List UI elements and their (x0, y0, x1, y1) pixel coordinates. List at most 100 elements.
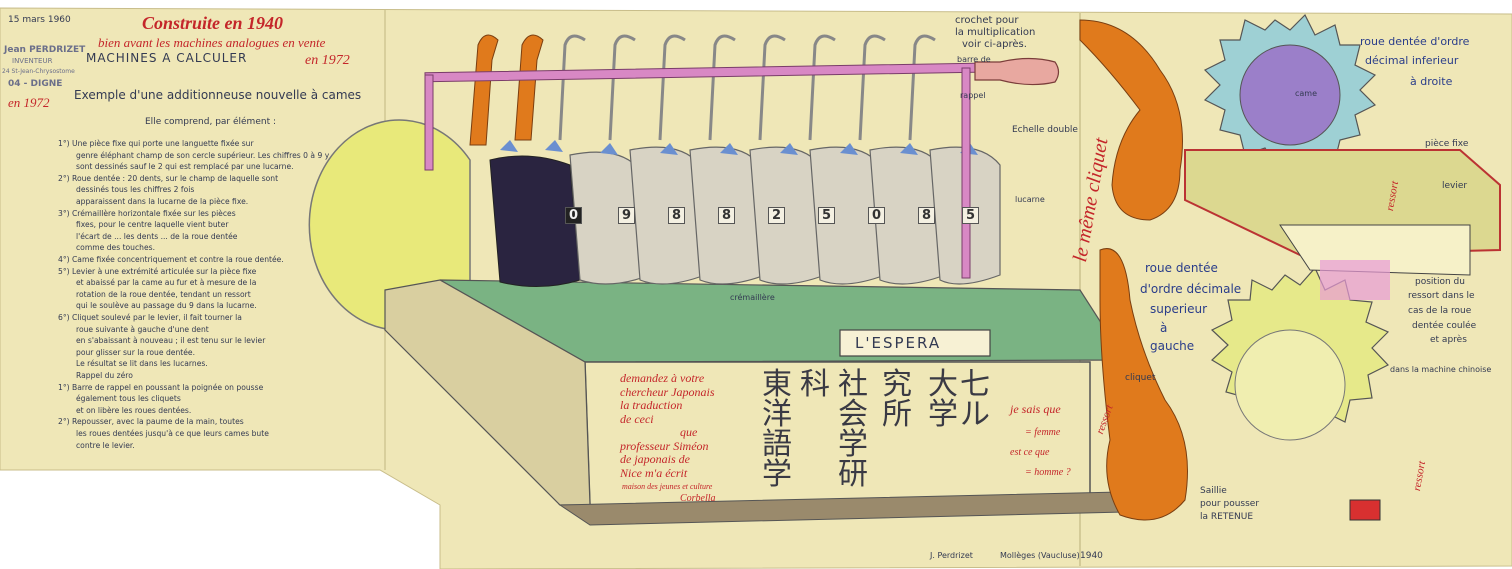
question-2: = femme (1025, 427, 1061, 438)
position-2: ressort dans le (1408, 291, 1475, 301)
signature-place: Mollèges (Vaucluse) (1000, 551, 1080, 560)
left-text-line: et abaissé par la came au fur et à mesur… (76, 278, 257, 288)
red-block (1349, 499, 1381, 521)
roue-sup-5: gauche (1150, 339, 1195, 353)
crank-handle (974, 57, 1060, 86)
crochet-label-3: voir ci-après. (962, 39, 1027, 50)
cliquet-lower (1099, 248, 1188, 521)
roue-sup-3: superieur (1150, 302, 1208, 316)
roue-inf-3: à droite (1410, 75, 1453, 88)
japanese-column: 社会学研 (838, 367, 868, 492)
question-1: je sais que (1010, 402, 1061, 416)
left-text-line: roue suivante à gauche d'une dent (76, 324, 209, 334)
left-text-line: fixes, pour le centre laquelle vient but… (76, 220, 229, 230)
crochet-label-2: la multiplication (955, 27, 1036, 38)
left-text-line: qui le soulève au passage du 9 dans la l… (76, 301, 257, 311)
wheel-digit: 8 (918, 207, 936, 224)
number-wheels (569, 146, 1001, 285)
reset-bar-post (961, 67, 971, 279)
wheel-digit: 8 (718, 207, 736, 224)
left-text-line: 5°) Levier à une extrémité articulée sur… (58, 266, 257, 276)
came-label: came (1295, 89, 1318, 98)
left-text-line: sont dessinés sauf le 2 qui est remplacé… (76, 162, 294, 172)
left-text-line: l'écart de ... les dents ... de la roue … (76, 231, 238, 241)
left-text-line: les roues dentées jusqu'à ce que leurs c… (76, 429, 269, 438)
stamp-city: 04 - DIGNE (8, 79, 63, 89)
machine-chinoise-label: dans la machine chinoise (1390, 365, 1492, 374)
name-plate (839, 329, 991, 357)
left-text-line: dessinés tous les chiffres 2 fois (76, 185, 195, 195)
wheel-digit: 0 (565, 207, 583, 224)
built-title: Construite en 1940 (142, 13, 284, 33)
maison-label: maison des jeunes et culture (622, 482, 713, 491)
left-text-line: 1°) Barre de rappel en poussant la poign… (58, 382, 264, 392)
left-text-line: également tous les cliquets (76, 394, 181, 404)
barre-label: barre de (957, 55, 991, 64)
piece-fixe-label: pièce fixe (1425, 139, 1469, 149)
example-intro: Elle comprend, par élément : (145, 117, 276, 127)
position-5: et après (1430, 335, 1467, 345)
left-text-line: 2°) Roue dentée : 20 dents, sur le champ… (58, 173, 279, 183)
levers (558, 34, 936, 141)
stamp-name: Jean PERDRIZET (4, 45, 86, 55)
crochet-label: crochet pour (955, 15, 1019, 26)
front-red-line: que (680, 425, 698, 439)
pink-spring-area (1320, 260, 1390, 300)
position-1: position du (1415, 277, 1465, 287)
roue-sup-2: d'ordre décimale (1140, 282, 1242, 296)
wheel-digit: 5 (962, 207, 980, 224)
left-text-line: genre éléphant champ de son cercle supér… (76, 150, 330, 160)
saillie-3: la RETENUE (1200, 512, 1254, 522)
left-text-line: Rappel du zéro (76, 371, 133, 380)
wheel-digit: 8 (668, 207, 686, 224)
front-red-line: chercheur Japonais (620, 384, 715, 399)
orange-levers (469, 34, 544, 146)
front-red-line: Nice m'a écrit (620, 465, 688, 480)
cliquet-upper (1079, 19, 1183, 221)
left-text-line: en s'abaissant à nouveau ; il est tenu s… (76, 336, 266, 346)
barre-label-2: rappel (960, 91, 986, 100)
left-text-line: rotation de la roue dentée, tendant un r… (76, 289, 251, 299)
corbella-label: Corbella (680, 493, 716, 504)
front-red-line: demandez à votre (620, 371, 705, 385)
signature-year: 1940 (1080, 551, 1103, 561)
signature: J. Perdrizet (930, 551, 973, 560)
en-1972-label: en 1972 (8, 95, 50, 110)
lucarne-label: lucarne (1015, 195, 1045, 204)
japanese-column: 科 (800, 367, 830, 402)
roue-inf-1: roue dentée d'ordre (1360, 35, 1470, 48)
left-text-line: apparaissent dans la lucarne de la pièce… (76, 197, 249, 206)
built-year: en 1972 (305, 53, 350, 68)
lower-cam (1234, 329, 1346, 441)
front-red-line: de ceci (620, 411, 654, 426)
roue-sup-4: à (1160, 321, 1168, 335)
left-text-line: Le résultat se lit dans les lucarnes. (76, 359, 208, 369)
position-3: cas de la roue (1408, 306, 1472, 316)
question-3: est ce que (1010, 447, 1050, 458)
left-text-line: 1°) Une pièce fixe qui porte une languet… (58, 139, 254, 148)
echelle-label: Echelle double (1012, 125, 1078, 135)
stamp-role: INVENTEUR (12, 57, 53, 65)
inventor-stamp: Jean PERDRIZET INVENTEUR 24 St-Jean-Chry… (0, 46, 86, 96)
position-4: dentée coulée (1412, 321, 1477, 331)
roue-sup-1: roue dentée (1145, 261, 1218, 275)
saillie-2: pour pousser (1200, 499, 1260, 509)
left-text-line: 4°) Came fixée concentriquement et contr… (58, 255, 284, 264)
left-text-line: comme des touches. (76, 243, 156, 253)
left-text-line: 6°) Cliquet soulevé par le levier, il fa… (58, 313, 242, 322)
machines-title: MACHINES A CALCULER (86, 51, 248, 65)
left-text-line: 2°) Repousser, avec la paume de la main,… (58, 417, 244, 427)
wheel-digit: 9 (618, 207, 636, 224)
wheel-digit: 0 (868, 207, 886, 224)
cremaillere-label: crémaillère (730, 293, 775, 302)
question-4: = homme ? (1025, 467, 1071, 478)
left-text-line: 3°) Crémaillère horizontale fixée sur le… (58, 208, 236, 218)
japanese-column: 七ル (960, 367, 990, 432)
wheel-digit: 5 (818, 207, 836, 224)
front-red-line: professeur Siméon (620, 438, 709, 453)
left-text-line: pour glisser sur la roue dentée. (76, 347, 195, 357)
front-red-line: la traduction (620, 398, 683, 412)
front-red-line: de japonais de (620, 452, 690, 466)
